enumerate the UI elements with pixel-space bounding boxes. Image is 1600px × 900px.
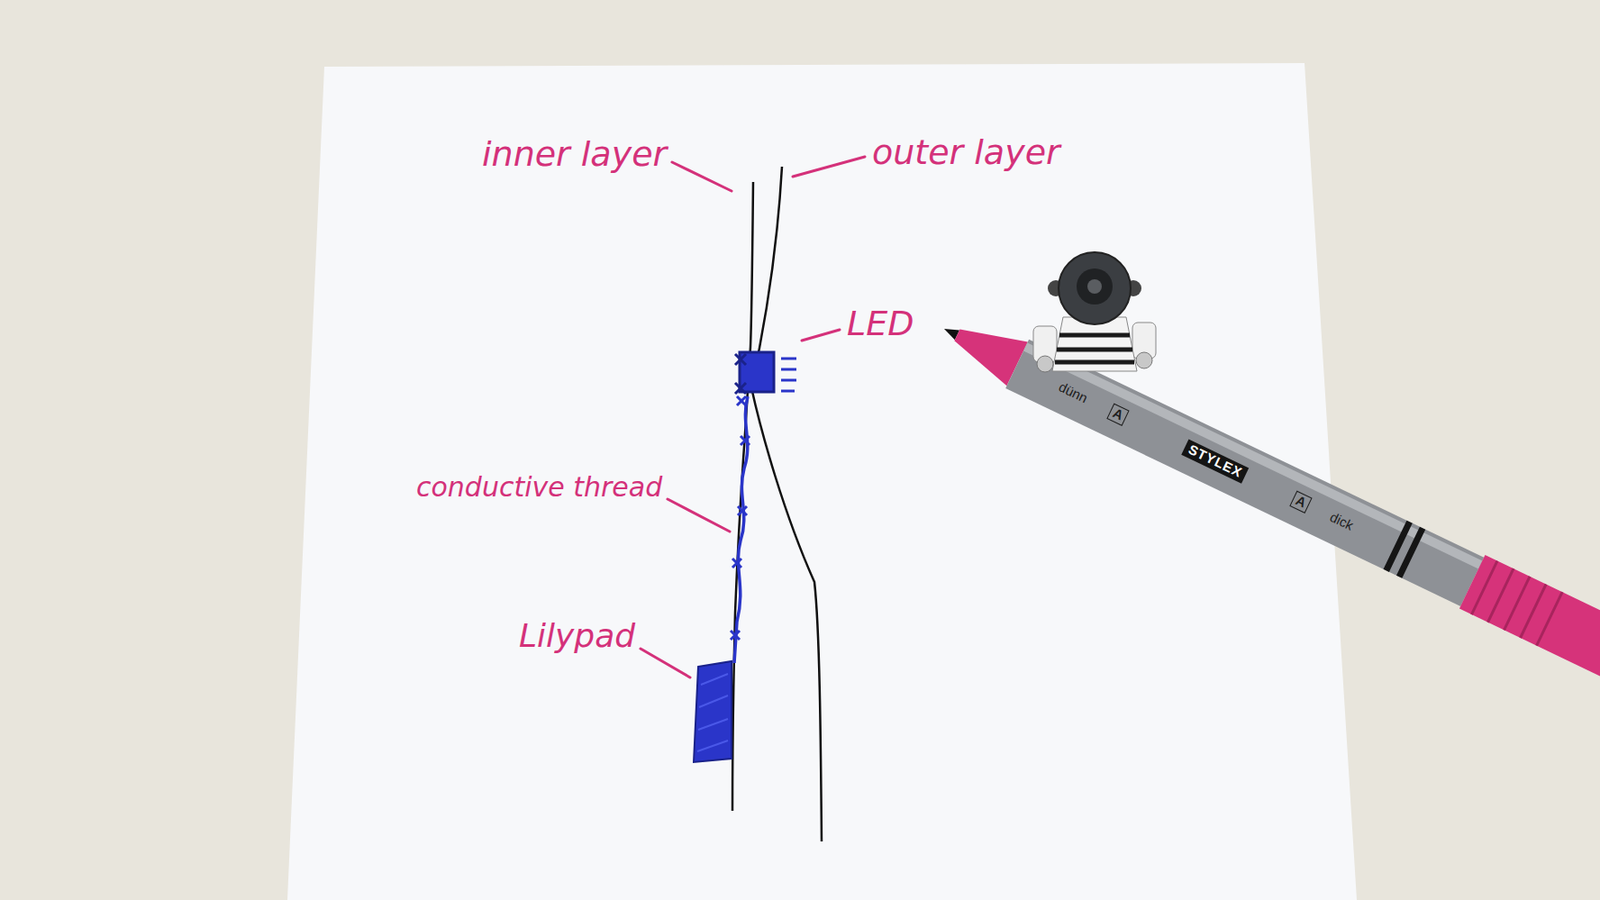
pen-print: dünn	[1056, 379, 1091, 406]
inner-layer-line	[732, 181, 754, 811]
leader-line	[792, 156, 865, 177]
pen-print: STYLEX	[1181, 438, 1250, 483]
led-rays	[781, 358, 797, 391]
part-label: inner layer	[481, 136, 667, 174]
marker-pen	[931, 301, 1600, 710]
led-symbol	[735, 352, 797, 394]
part-label: LED	[846, 305, 914, 344]
paper-sheet	[287, 63, 1357, 900]
helmet-center	[1076, 268, 1113, 305]
leader-line	[801, 329, 840, 341]
outer-layer-line	[751, 166, 822, 842]
leader-lines	[640, 156, 865, 678]
pen-print: A	[1107, 402, 1130, 426]
led-stitches	[735, 354, 746, 394]
figure-hand	[1036, 355, 1054, 373]
part-label: conductive thread	[416, 472, 663, 502]
conductive-thread	[730, 396, 750, 664]
pen-body	[1005, 339, 1484, 607]
helmet-stud	[1087, 279, 1102, 294]
pen-print: A	[1289, 490, 1312, 513]
leader-line	[672, 162, 732, 191]
toy-figure	[1033, 252, 1156, 373]
pen-band	[1396, 527, 1426, 579]
lilypad-shape	[693, 661, 732, 763]
lilypad-hatch	[697, 673, 728, 752]
pen-print: dick	[1327, 509, 1355, 533]
part-label: outer layer	[872, 134, 1061, 173]
lilypad-board	[693, 661, 732, 763]
pen-cap	[1459, 554, 1600, 710]
figure-hand	[1136, 352, 1153, 369]
torso-stripes	[1054, 335, 1135, 363]
figure-helmet	[1058, 252, 1131, 325]
pen-highlight	[1023, 342, 1482, 569]
part-label: Lilypad	[518, 618, 636, 655]
leader-line	[667, 499, 730, 532]
leader-line	[640, 648, 691, 678]
stitch-marks	[730, 396, 750, 640]
cap-ridges	[1471, 561, 1563, 646]
